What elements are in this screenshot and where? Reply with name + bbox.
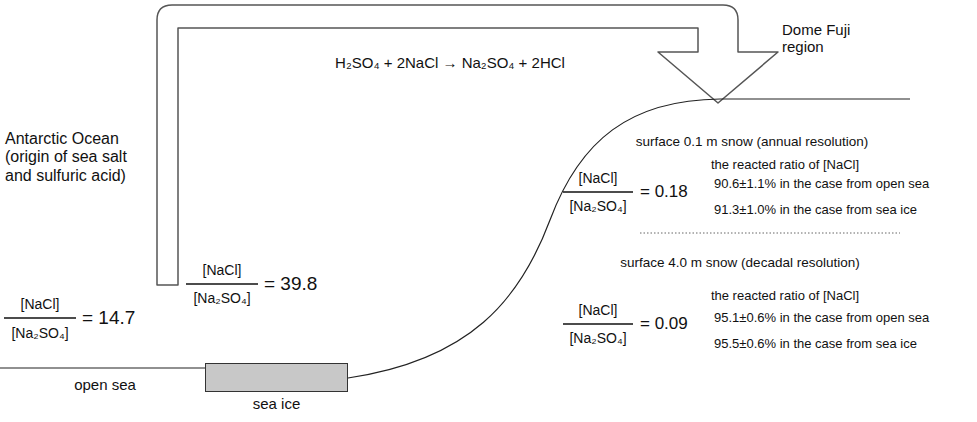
fraction-denominator: [Na₂SO₄] — [569, 198, 626, 214]
sample-heading: surface 0.1 m snow (annual resolution) — [636, 134, 869, 150]
reacted-ratio: 95.1±0.6% in the case from open sea — [714, 311, 929, 326]
fraction-bar — [563, 191, 633, 192]
reacted-ratio: 95.5±0.6% in the case from sea ice — [714, 337, 917, 352]
reacted-ratio: 90.6±1.1% in the case from open sea — [714, 177, 929, 192]
source-note: Antarctic Ocean (origin of sea salt and … — [5, 130, 133, 185]
site-name: Dome Fuji region — [782, 21, 877, 56]
sample-subheading: the reacted ratio of [NaCl] — [711, 158, 859, 173]
surface-name: open sea — [74, 376, 136, 393]
node-caption: sea ice — [253, 395, 301, 412]
fraction-numerator: [NaCl] — [579, 170, 618, 186]
fraction-denominator: [Na₂SO₄] — [11, 325, 68, 341]
sample-heading: surface 4.0 m snow (decadal resolution) — [620, 255, 859, 271]
fraction-bar — [186, 283, 258, 284]
fraction-denominator: [Na₂SO₄] — [193, 290, 250, 306]
fraction-bar — [4, 317, 76, 318]
ratio-value: = 14.7 — [82, 307, 135, 329]
dotted-separator — [640, 233, 900, 234]
ratio-value: = 39.8 — [264, 273, 317, 295]
fraction-denominator: [Na₂SO₄] — [569, 330, 626, 346]
fraction-bar — [563, 323, 633, 324]
open-sea-surface — [0, 367, 205, 368]
fraction-numerator: [NaCl] — [21, 296, 60, 312]
reacted-ratio: 91.3±1.0% in the case from sea ice — [714, 203, 917, 218]
ratio-value: = 0.18 — [640, 182, 688, 202]
ratio-value: = 0.09 — [640, 314, 688, 334]
fraction-numerator: [NaCl] — [579, 302, 618, 318]
sea-ice-block: sea ice — [205, 363, 348, 392]
sample-subheading: the reacted ratio of [NaCl] — [711, 289, 859, 304]
reaction-equation: H₂SO₄ + 2NaCl → Na₂SO₄ + 2HCl — [335, 54, 565, 71]
fraction-numerator: [NaCl] — [203, 262, 242, 278]
